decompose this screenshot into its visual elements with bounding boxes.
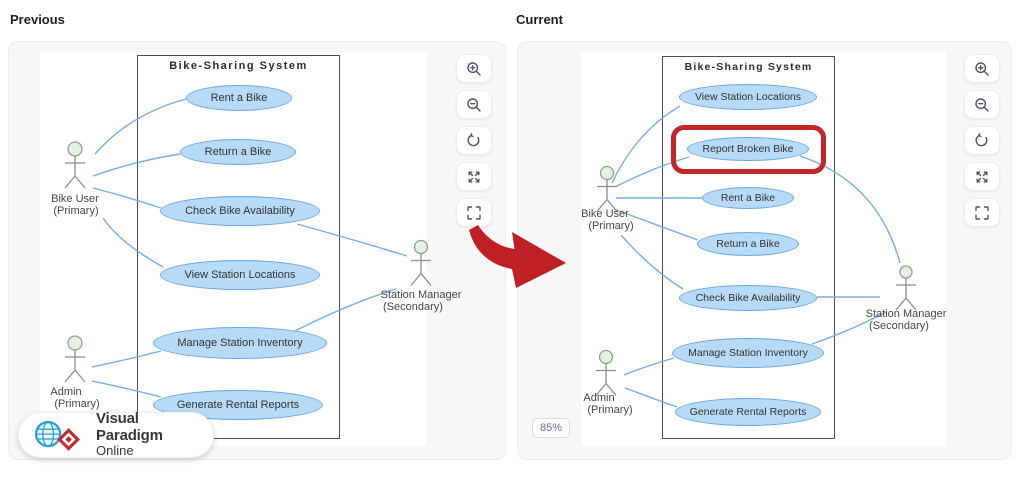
actor-admin-name: Admin xyxy=(50,386,82,398)
actor-admin-name: Admin xyxy=(583,392,615,404)
actor-bike-user-name: Bike User xyxy=(51,193,99,205)
use-case-check-bike-availability: Check Bike Availability xyxy=(679,285,817,311)
use-case-manage-station-inventory: Manage Station Inventory xyxy=(153,327,327,359)
logo-text: Visual Paradigm Online xyxy=(95,410,197,459)
actor-bike-user-name: Bike User xyxy=(581,208,629,220)
reset-view-icon xyxy=(467,132,480,146)
current-panel-label: Current xyxy=(516,12,563,27)
previous-panel-label: Previous xyxy=(10,12,65,27)
actor-admin-role: (Primary) xyxy=(587,404,633,416)
use-case-report-broken-bike: Report Broken Bike xyxy=(687,137,809,161)
use-case-manage-station-inventory: Manage Station Inventory xyxy=(672,338,824,368)
zoom-in-button[interactable] xyxy=(964,54,1000,83)
reset-view-button[interactable] xyxy=(964,126,1000,155)
visual-paradigm-logo[interactable]: Visual Paradigm Online xyxy=(18,410,214,459)
zoom-level-badge: 85% xyxy=(532,418,571,438)
actor-station-manager-role: (Secondary) xyxy=(869,320,929,332)
fullscreen-icon xyxy=(467,205,481,220)
actor-bike-user-role: (Primary) xyxy=(53,205,99,217)
logo-product: Online xyxy=(95,443,134,459)
actor-station-manager-role: (Secondary) xyxy=(383,301,443,313)
zoom-in-button[interactable] xyxy=(456,54,492,83)
use-case-view-station-locations: View Station Locations xyxy=(160,260,320,290)
reset-view-button[interactable] xyxy=(456,126,492,155)
current-zoom-controls xyxy=(964,54,1000,227)
use-case-check-bike-availability: Check Bike Availability xyxy=(160,196,320,226)
fullscreen-icon xyxy=(975,205,989,220)
actor-station-manager-name: Station Manager xyxy=(865,308,947,320)
zoom-out-icon xyxy=(975,97,989,112)
actor-admin-role: (Primary) xyxy=(54,398,100,410)
logo-name: Visual Paradigm xyxy=(95,410,163,444)
expand-icon xyxy=(976,171,988,182)
expand-button[interactable] xyxy=(456,162,492,191)
use-case-rent-a-bike: Rent a Bike xyxy=(186,85,292,111)
use-case-rent-a-bike: Rent a Bike xyxy=(702,187,794,209)
current-system-title: Bike-Sharing System xyxy=(684,61,813,73)
actor-station-manager-name: Station Manager xyxy=(380,289,462,301)
previous-zoom-controls xyxy=(456,54,492,227)
zoom-out-button[interactable] xyxy=(456,90,492,119)
use-case-return-a-bike: Return a Bike xyxy=(180,139,296,165)
visual-paradigm-globe-icon xyxy=(34,420,80,451)
previous-system-boundary: Bike-Sharing System xyxy=(137,55,340,439)
change-highlight-box xyxy=(671,125,826,174)
expand-icon xyxy=(468,171,480,182)
actor-bike-user-role: (Primary) xyxy=(588,220,634,232)
zoom-in-icon xyxy=(467,61,481,76)
zoom-in-icon xyxy=(975,61,989,76)
use-case-generate-rental-reports: Generate Rental Reports xyxy=(675,398,821,426)
use-case-return-a-bike: Return a Bike xyxy=(697,232,799,256)
use-case-view-station-locations: View Station Locations xyxy=(679,84,817,110)
fullscreen-button[interactable] xyxy=(456,198,492,227)
expand-button[interactable] xyxy=(964,162,1000,191)
fullscreen-button[interactable] xyxy=(964,198,1000,227)
zoom-out-button[interactable] xyxy=(964,90,1000,119)
zoom-out-icon xyxy=(467,97,481,112)
previous-system-title: Bike-Sharing System xyxy=(169,60,308,72)
reset-view-icon xyxy=(975,132,988,146)
